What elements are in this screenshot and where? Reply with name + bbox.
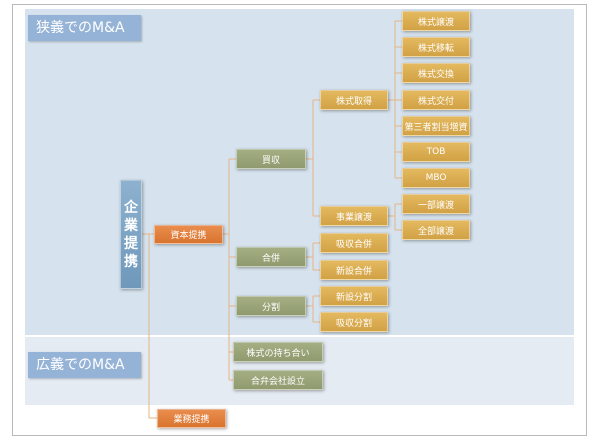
stock-transfer-node: 株式譲渡: [402, 11, 470, 31]
stock-acquisition-node: 株式取得: [320, 90, 388, 110]
merger-node: 合併: [236, 247, 306, 267]
root-char: 携: [124, 253, 138, 270]
mbo-node: MBO: [402, 168, 470, 188]
stock-transfer-holding-node: 株式移転: [402, 37, 470, 57]
stock-exchange-node: 株式交換: [402, 63, 470, 83]
root-char: 企: [124, 199, 138, 216]
broad-ma-label: 広義でのM&A: [28, 352, 141, 378]
new-merger-node: 新設合併: [320, 260, 388, 280]
business-transfer-node: 事業譲渡: [320, 206, 388, 226]
root-char: 提: [124, 235, 138, 252]
third-party-allotment-node: 第三者割当増資: [402, 116, 470, 136]
business-alliance-node: 業務提携: [157, 409, 226, 428]
narrow-ma-region: [25, 9, 574, 335]
capital-alliance-node: 資本提携: [154, 225, 223, 244]
tob-node: TOB: [402, 142, 470, 162]
stock-delivery-node: 株式交付: [402, 90, 470, 110]
new-split-node: 新設分割: [320, 286, 388, 306]
corporate-alliance-node: 企 業 提 携: [120, 180, 142, 289]
absorption-split-node: 吸収分割: [320, 312, 388, 332]
partial-transfer-node: 一部譲渡: [402, 194, 470, 214]
absorption-merger-node: 吸収合併: [320, 233, 388, 253]
split-node: 分割: [236, 296, 306, 316]
narrow-ma-label: 狭義でのM&A: [28, 15, 141, 41]
cross-holding-node: 株式の持ち合い: [233, 342, 323, 362]
joint-venture-node: 合弁会社設立: [233, 370, 323, 390]
root-char: 業: [124, 217, 138, 234]
full-transfer-node: 全部譲渡: [402, 220, 470, 240]
acquisition-node: 買収: [236, 149, 306, 169]
